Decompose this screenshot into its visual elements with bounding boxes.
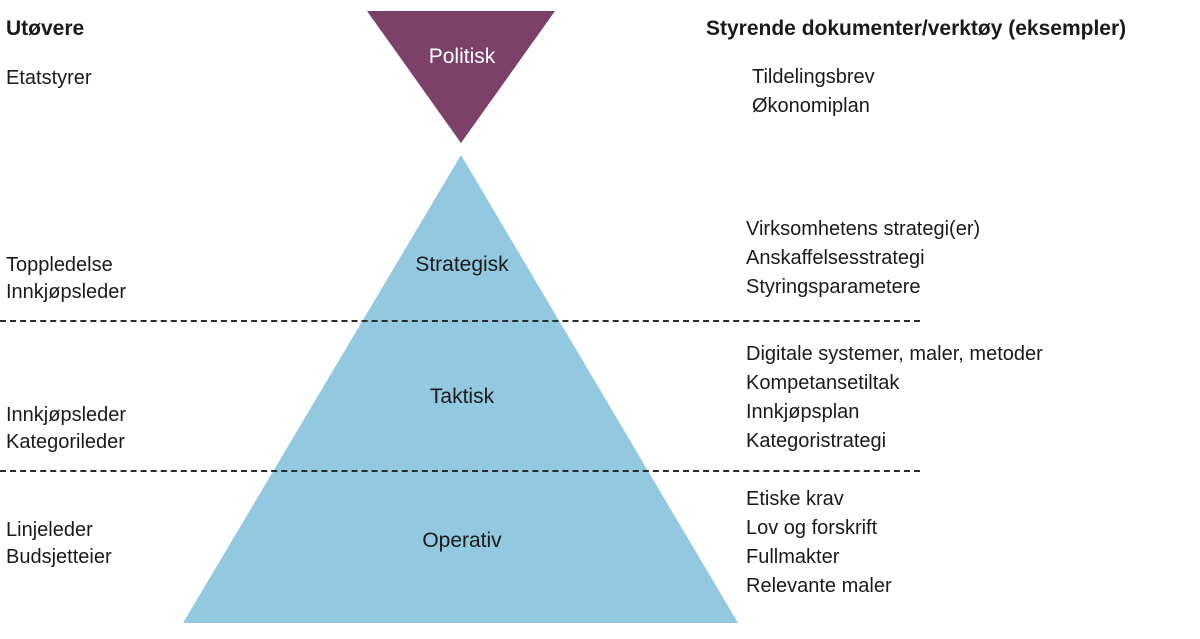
role-item: Linjeleder	[6, 519, 93, 541]
role-item: Innkjøpsleder	[6, 281, 127, 303]
document-item: Tildelingsbrev	[752, 66, 875, 88]
document-item: Lov og forskrift	[746, 517, 878, 539]
column-header-governing-documents: Styrende dokumenter/verktøy (eksempler)	[706, 17, 1127, 40]
tier-label-politisk: Politisk	[428, 45, 496, 68]
document-item: Kompetansetiltak	[746, 372, 900, 394]
blue-pyramid-triangle	[183, 155, 738, 623]
documents-tactical: Digitale systemer, maler, metoder Kompet…	[746, 340, 1043, 456]
tier-label-taktisk: Taktisk	[429, 385, 495, 408]
document-item: Etiske krav	[746, 488, 844, 510]
roles-political: Etatstyrer	[6, 65, 92, 92]
divider-strategic-tactical	[0, 320, 920, 322]
role-item: Etatstyrer	[6, 67, 92, 89]
divider-tactical-operative	[0, 470, 920, 472]
tier-label-operativ: Operativ	[422, 529, 502, 552]
roles-operative: Linjeleder Budsjetteier	[6, 517, 112, 571]
role-item: Budsjetteier	[6, 546, 112, 568]
roles-tactical: Innkjøpsleder Kategorileder	[6, 402, 126, 456]
role-item: Toppledelse	[6, 254, 113, 276]
tier-label-strategisk: Strategisk	[415, 253, 509, 276]
document-item: Digitale systemer, maler, metoder	[746, 343, 1043, 365]
document-item: Styringsparametere	[746, 276, 921, 298]
documents-operative: Etiske krav Lov og forskrift Fullmakter …	[746, 485, 892, 601]
roles-strategic: Toppledelse Innkjøpsleder	[6, 252, 126, 306]
political-inverted-triangle	[367, 11, 555, 143]
document-item: Relevante maler	[746, 575, 892, 597]
role-item: Innkjøpsleder	[6, 404, 127, 426]
document-item: Innkjøpsplan	[746, 401, 860, 423]
role-item: Kategorileder	[6, 431, 125, 453]
documents-political: Tildelingsbrev Økonomiplan	[752, 63, 875, 121]
document-item: Virksomhetens strategi(er)	[746, 218, 981, 240]
document-item: Økonomiplan	[752, 95, 870, 117]
document-item: Fullmakter	[746, 546, 840, 568]
document-item: Anskaffelsesstrategi	[746, 247, 925, 269]
document-item: Kategoristrategi	[746, 430, 887, 452]
column-header-executors: Utøvere	[6, 17, 85, 40]
documents-strategic: Virksomhetens strategi(er) Anskaffelsess…	[746, 215, 980, 302]
